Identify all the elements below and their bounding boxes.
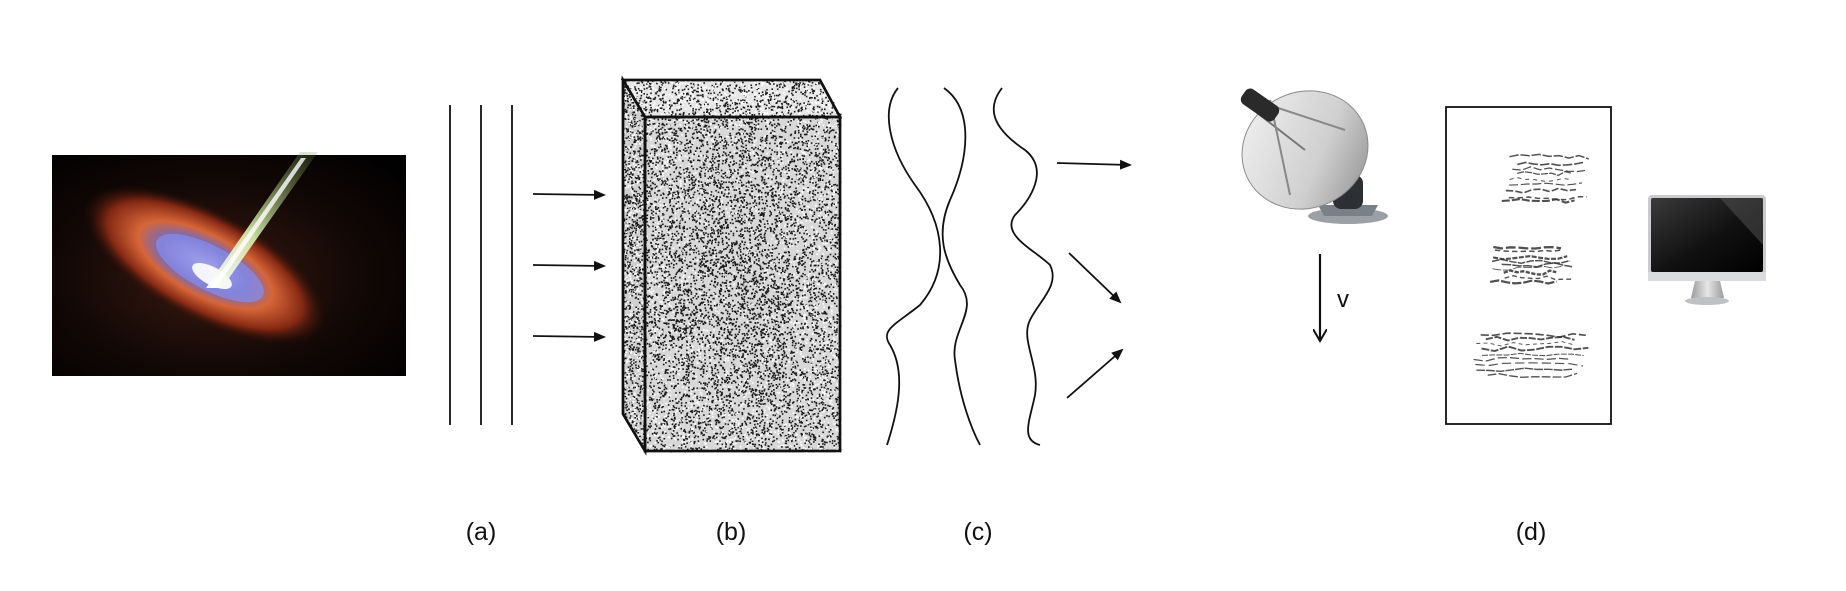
velocity-label: v — [1337, 286, 1349, 314]
scattering-screen-icon — [623, 80, 842, 453]
data-record-icon — [1446, 107, 1611, 424]
scattered-arrows — [1057, 163, 1130, 398]
panel-label-d: (d) — [1516, 518, 1547, 547]
radio-dish-icon — [1222, 70, 1388, 229]
computer-monitor-icon — [1648, 195, 1766, 305]
incident-arrows — [533, 194, 604, 337]
plane-wavefronts — [450, 105, 512, 425]
panel-label-a: (a) — [466, 518, 497, 547]
panel-label-b: (b) — [716, 518, 747, 547]
distorted-wavefronts — [887, 88, 1053, 445]
panel-label-c: (c) — [963, 518, 992, 547]
black-hole-jet-icon — [52, 152, 406, 377]
